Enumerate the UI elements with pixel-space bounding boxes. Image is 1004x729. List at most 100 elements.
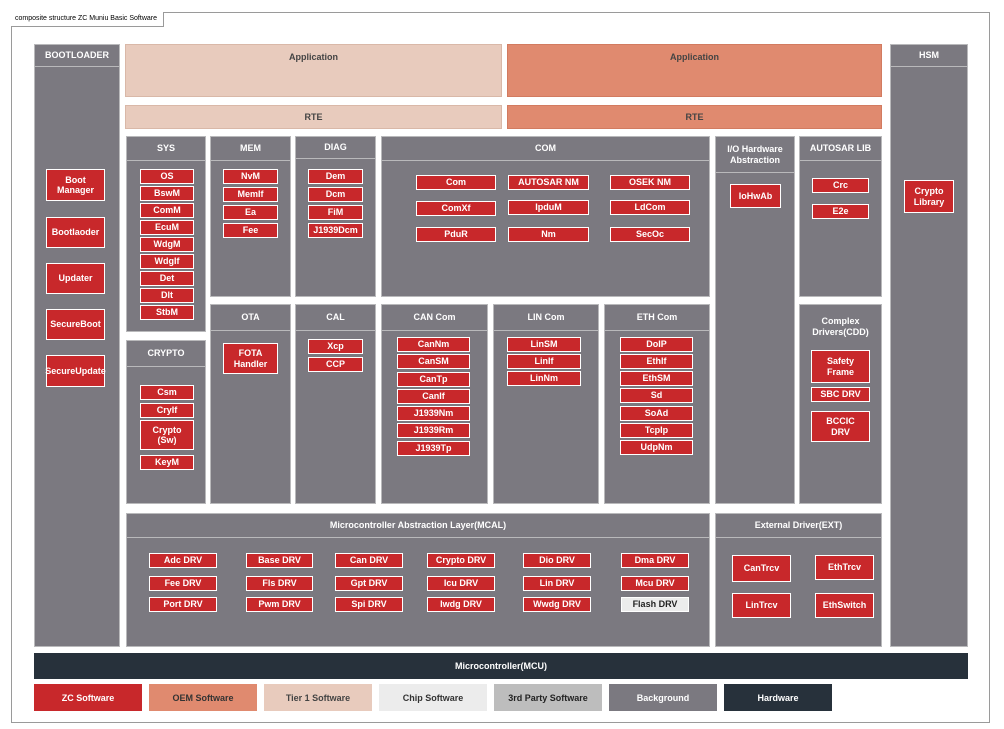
can-com-item: J1939Tp	[397, 441, 470, 456]
ext-item: CanTrcv	[732, 555, 791, 582]
iohw-panel: I/O Hardware Abstraction IoHwAb	[715, 136, 795, 504]
lin-com-title: LIN Com	[494, 305, 598, 331]
bootloader-panel: BOOTLOADER Boot Manager Bootlaoder Updat…	[34, 44, 120, 647]
mcal-panel: Microcontroller Abstraction Layer(MCAL) …	[126, 513, 710, 647]
mcal-item: Lin DRV	[523, 576, 591, 591]
eth-com-item: Sd	[620, 388, 693, 403]
mcal-item: Flash DRV	[621, 597, 689, 612]
can-com-item: J1939Nm	[397, 406, 470, 421]
com-item: IpduM	[508, 200, 589, 215]
sys-item: WdgIf	[140, 254, 194, 269]
can-com-item: CanSM	[397, 354, 470, 369]
can-com-item: CanTp	[397, 372, 470, 387]
legend-tier1: Tier 1 Software	[264, 684, 372, 711]
legend-chip: Chip Software	[379, 684, 487, 711]
ota-title: OTA	[211, 305, 290, 331]
mcal-item: Wwdg DRV	[523, 597, 591, 612]
autosar-lib-panel: AUTOSAR LIB Crc E2e	[799, 136, 882, 297]
com-item: ComXf	[416, 201, 496, 216]
cdd-title: Complex Drivers(CDD)	[812, 316, 869, 337]
sys-panel: SYS OS BswM ComM EcuM WdgM WdgIf Det Dlt…	[126, 136, 206, 332]
mem-panel: MEM NvM MemIf Ea Fee	[210, 136, 291, 297]
ext-item: EthTrcv	[815, 555, 874, 580]
hsm-title: HSM	[891, 45, 967, 67]
eth-com-item: EthIf	[620, 354, 693, 369]
application-tier1-band: Application	[125, 44, 502, 97]
mcal-item: Spi DRV	[335, 597, 403, 612]
csm-box: Csm	[140, 385, 194, 400]
autosar-lib-title: AUTOSAR LIB	[800, 137, 881, 161]
com-item: OSEK NM	[610, 175, 690, 190]
crypto-title: CRYPTO	[127, 341, 205, 367]
ext-panel: External Driver(EXT) CanTrcv EthTrcv Lin…	[715, 513, 882, 647]
can-com-title: CAN Com	[382, 305, 487, 331]
mcal-item: Dma DRV	[621, 553, 689, 568]
com-item: Nm	[508, 227, 589, 242]
crc-box: Crc	[812, 178, 869, 193]
mcal-item: Pwm DRV	[246, 597, 313, 612]
e2e-box: E2e	[812, 204, 869, 219]
mcal-item: Dio DRV	[523, 553, 591, 568]
can-com-item: CanIf	[397, 389, 470, 404]
mem-item: Ea	[223, 205, 278, 220]
eth-com-item: TcpIp	[620, 423, 693, 438]
cdd-panel: Complex Drivers(CDD) Safety Frame SBC DR…	[799, 304, 882, 504]
mem-item: NvM	[223, 169, 278, 184]
com-item: Com	[416, 175, 496, 190]
diag-item: Dem	[308, 169, 363, 184]
iohw-title: I/O Hardware Abstraction	[716, 137, 794, 173]
mcal-item: Base DRV	[246, 553, 313, 568]
eth-com-item: UdpNm	[620, 440, 693, 455]
boot-manager-box: Boot Manager	[46, 169, 105, 201]
mem-item: Fee	[223, 223, 278, 238]
mcal-item: Fls DRV	[246, 576, 313, 591]
com-item: LdCom	[610, 200, 690, 215]
sys-item: BswM	[140, 186, 194, 201]
mcal-item: Icu DRV	[427, 576, 495, 591]
eth-com-panel: ETH Com DoIP EthIf EthSM Sd SoAd TcpIp U…	[604, 304, 710, 504]
ota-panel: OTA FOTA Handler	[210, 304, 291, 504]
ccp-box: CCP	[308, 357, 363, 372]
lin-com-item: LinSM	[507, 337, 581, 352]
sys-item: EcuM	[140, 220, 194, 235]
crypto-library-box: Crypto Library	[904, 180, 954, 213]
diag-item: FiM	[308, 205, 363, 220]
mcal-item: Adc DRV	[149, 553, 217, 568]
iohwab-box: IoHwAb	[730, 184, 781, 208]
bootloader-box: Bootlaoder	[46, 217, 105, 248]
bootloader-title: BOOTLOADER	[35, 45, 119, 67]
crypto-sw-box: Crypto (Sw)	[140, 420, 194, 450]
xcp-box: Xcp	[308, 339, 363, 354]
sys-item: Dlt	[140, 288, 194, 303]
sys-item: StbM	[140, 305, 194, 320]
microcontroller-bar: Microcontroller(MCU)	[34, 653, 968, 679]
eth-com-item: SoAd	[620, 406, 693, 421]
keym-box: KeyM	[140, 455, 194, 470]
com-title: COM	[382, 137, 709, 161]
mcal-title: Microcontroller Abstraction Layer(MCAL)	[127, 514, 709, 538]
mcal-item: Crypto DRV	[427, 553, 495, 568]
cryif-box: CryIf	[140, 403, 194, 418]
rte-oem-band: RTE	[507, 105, 882, 129]
fota-handler-box: FOTA Handler	[223, 343, 278, 374]
com-panel: COM Com AUTOSAR NM OSEK NM ComXf IpduM L…	[381, 136, 710, 297]
mcal-item: Gpt DRV	[335, 576, 403, 591]
com-item: AUTOSAR NM	[508, 175, 589, 190]
crypto-panel: CRYPTO Csm CryIf Crypto (Sw) KeyM	[126, 340, 206, 504]
sys-title: SYS	[127, 137, 205, 161]
legend-hardware: Hardware	[724, 684, 832, 711]
secureupdate-box: SecureUpdate	[45, 355, 106, 387]
ext-title: External Driver(EXT)	[716, 514, 881, 538]
can-com-item: CanNm	[397, 337, 470, 352]
diag-item: Dcm	[308, 187, 363, 202]
updater-box: Updater	[46, 263, 105, 294]
eth-com-title: ETH Com	[605, 305, 709, 331]
ext-item: LinTrcv	[732, 593, 791, 618]
diag-title: DIAG	[296, 137, 375, 159]
mcal-item: Can DRV	[335, 553, 403, 568]
com-item: SecOc	[610, 227, 690, 242]
mcal-item: Port DRV	[149, 597, 217, 612]
diag-item: J1939Dcm	[308, 223, 363, 238]
sbc-drv-box: SBC DRV	[811, 387, 870, 402]
legend-oem: OEM Software	[149, 684, 257, 711]
